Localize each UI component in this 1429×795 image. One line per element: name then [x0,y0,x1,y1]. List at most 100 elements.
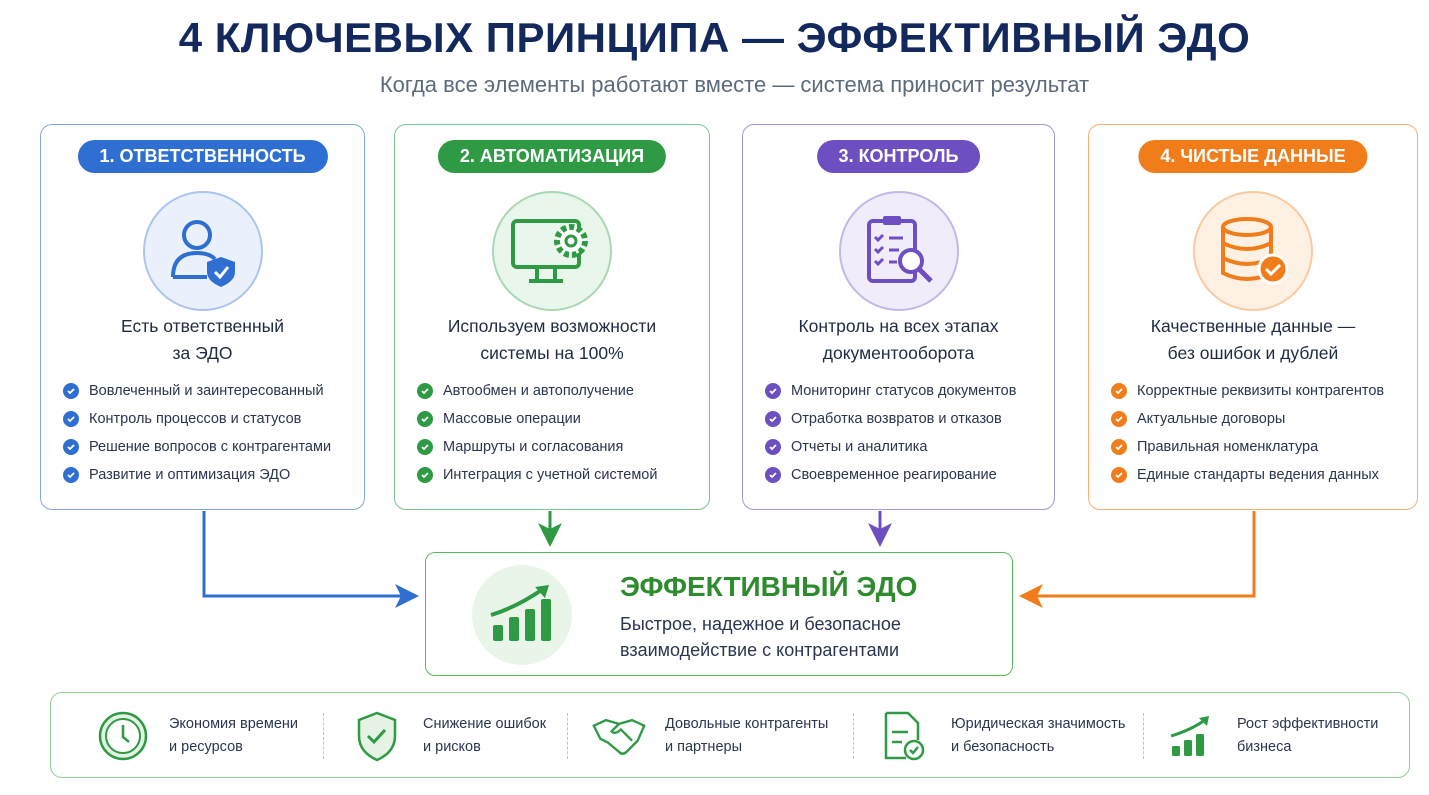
card-title-line: документооборота [822,343,975,363]
benefit-item: Снижение ошибок и рисков [349,693,546,779]
result-box: ЭФФЕКТИВНЫЙ ЭДО Быстрое, надежное и безо… [425,552,1013,676]
card-list-item: Отчеты и аналитика [765,433,1016,461]
check-icon [417,411,433,427]
benefit-text-line: и рисков [423,739,481,755]
item-text: Отчеты и аналитика [791,439,928,455]
check-icon [1111,467,1127,483]
item-text: Контроль процессов и статусов [89,411,302,427]
card-list-item: Массовые операции [417,405,657,433]
divider [853,713,854,759]
clock-icon [95,710,151,762]
benefit-item: Рост эффективности бизнеса [1163,693,1378,779]
benefit-text-line: Снижение ошибок [423,716,547,732]
item-text: Правильная номенклатура [1137,439,1319,455]
benefit-text-line: Экономия времени [169,716,298,732]
card-header-badge: 1. ОТВЕТСТВЕННОСТЬ [77,140,328,173]
principle-card-1: 1. ОТВЕТСТВЕННОСТЬ Есть ответственный за … [40,124,365,510]
card-header-badge: 2. АВТОМАТИЗАЦИЯ [437,140,667,173]
arrow-responsibility [202,511,419,608]
handshake-icon [591,713,647,759]
item-text: Массовые операции [443,411,581,427]
item-text: Мониторинг статусов документов [791,383,1017,399]
check-icon [63,439,79,455]
check-icon [765,383,781,399]
arrow-clean-data [1019,511,1256,608]
benefit-text-line: и ресурсов [169,739,243,755]
benefit-text-line: Довольные контрагенты [665,716,829,732]
divider [1143,713,1144,759]
result-title: ЭФФЕКТИВНЫЙ ЭДО [620,571,918,602]
item-text: Решение вопросов с контрагентами [89,439,332,455]
growth-chart-icon [472,565,572,665]
card-list-item: Развитие и оптимизация ЭДО [63,461,331,489]
card-list-item: Интеграция с учетной системой [417,461,657,489]
card-list-item: Правильная номенклатура [1111,433,1384,461]
item-text: Автообмен и автополучение [443,383,634,399]
card-list-item: Вовлеченный и заинтересованный [63,377,331,405]
clipboard-search-icon [838,191,959,311]
shield-check-icon [349,710,405,762]
principle-card-3: 3. КОНТРОЛЬ Контроль на всех этапах докум… [742,124,1055,510]
check-icon [417,439,433,455]
item-text: Вовлеченный и заинтересованный [89,383,324,399]
page-title: 4 КЛЮЧЕВЫХ ПРИНЦИПА — ЭФФЕКТИВНЫЙ ЭДО [178,14,1251,61]
benefit-item: Юридическая значимость и безопасность [877,693,1125,779]
page-subtitle: Когда все элементы работают вместе — сис… [379,72,1090,97]
benefit-text-line: Рост эффективности [1237,716,1379,732]
card-title-line: Контроль на всех этапах [798,316,999,336]
item-text: Отработка возвратов и отказов [791,411,1002,427]
card-list-item: Корректные реквизиты контрагентов [1111,377,1384,405]
card-title-line: системы на 100% [480,343,624,363]
benefit-text-line: Юридическая значимость [951,716,1126,732]
database-check-icon [1193,191,1313,311]
check-icon [63,467,79,483]
item-text: Актуальные договоры [1137,411,1286,427]
card-list-item: Мониторинг статусов документов [765,377,1016,405]
check-icon [765,439,781,455]
card-header-badge: 3. КОНТРОЛЬ [816,140,981,173]
check-icon [1111,383,1127,399]
benefit-item: Довольные контрагенты и партнеры [591,693,828,779]
benefit-text-line: и партнеры [665,739,742,755]
card-list-item: Единые стандарты ведения данных [1111,461,1384,489]
item-text: Своевременное реагирование [791,467,997,483]
benefit-text-line: бизнеса [1237,739,1292,755]
card-title-line: Используем возможности [447,316,657,336]
item-text: Маршруты и согласования [443,439,624,455]
principle-card-2: 2. АВТОМАТИЗАЦИЯ Используем возможности с… [394,124,710,510]
result-desc-line: взаимодействие с контрагентами [620,640,900,660]
card-title-line: за ЭДО [172,343,233,363]
card-header-badge: 4. ЧИСТЫЕ ДАННЫЕ [1138,140,1368,173]
card-list-item: Своевременное реагирование [765,461,1016,489]
principle-card-4: 4. ЧИСТЫЕ ДАННЫЕ Качественные данные — бе… [1088,124,1418,510]
check-icon [63,383,79,399]
result-desc-line: Быстрое, надежное и безопасное [620,614,901,634]
monitor-gear-icon [492,191,612,311]
user-shield-icon [142,191,263,311]
card-title-line: без ошибок и дублей [1167,343,1339,363]
card-list-item: Автообмен и автополучение [417,377,657,405]
check-icon [1111,411,1127,427]
card-title-line: Есть ответственный [121,316,284,336]
document-check-icon [877,710,933,762]
benefit-text-line: и безопасность [951,739,1055,755]
benefit-item: Экономия времени и ресурсов [95,693,298,779]
item-text: Единые стандарты ведения данных [1137,467,1379,483]
check-icon [417,467,433,483]
card-title-line: Качественные данные — [1150,316,1356,336]
item-text: Развитие и оптимизация ЭДО [89,467,291,483]
card-list-item: Контроль процессов и статусов [63,405,331,433]
item-text: Интеграция с учетной системой [443,467,658,483]
card-list-item: Решение вопросов с контрагентами [63,433,331,461]
check-icon [63,411,79,427]
divider [323,713,324,759]
card-list-item: Актуальные договоры [1111,405,1384,433]
item-text: Корректные реквизиты контрагентов [1137,383,1385,399]
check-icon [765,467,781,483]
check-icon [417,383,433,399]
divider [567,713,568,759]
growth-chart-icon [1163,714,1219,758]
